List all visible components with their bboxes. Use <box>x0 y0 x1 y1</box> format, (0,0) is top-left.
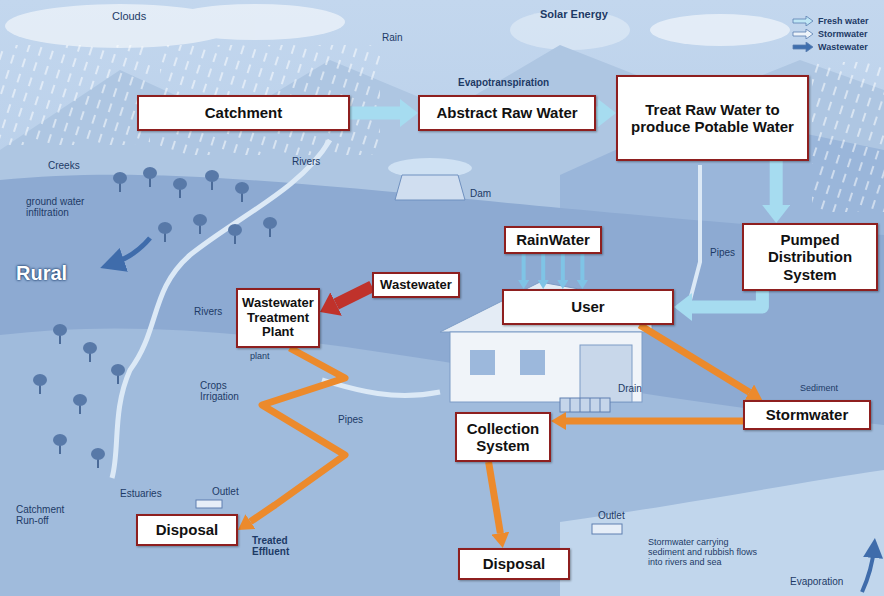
process-box: Pumped Distribution System <box>742 223 878 291</box>
fresh-water-arrow <box>596 113 598 114</box>
illustration-label: Crops Irrigation <box>200 380 252 402</box>
process-box: Disposal <box>136 514 238 546</box>
stormwater-arrow <box>566 421 743 422</box>
illustration-label: Rural <box>16 262 67 284</box>
process-box: RainWater <box>504 226 602 254</box>
stormwater-arrow <box>489 462 501 533</box>
node-text: Disposal <box>483 555 546 572</box>
illustration-label: Sediment <box>800 384 838 394</box>
outlet-pipe <box>592 524 622 534</box>
connector-path <box>489 462 501 533</box>
node-text: Disposal <box>156 521 219 538</box>
illustration-label: ground water infiltration <box>26 196 108 218</box>
legend-text: Wastewater <box>818 42 868 52</box>
connector-path <box>640 325 750 392</box>
connector-path <box>350 107 400 120</box>
legend-text: Fresh water <box>818 16 869 26</box>
process-box: Collection System <box>455 412 551 462</box>
sea <box>560 470 884 596</box>
process-box: Abstract Raw Water <box>418 95 596 131</box>
connector-path <box>561 254 565 280</box>
pipe <box>690 165 700 300</box>
ground <box>0 175 884 596</box>
illustration-label: Pipes <box>338 414 363 425</box>
illustration-label: Treated Effluent <box>252 535 304 557</box>
illustration-label: Outlet <box>598 510 625 521</box>
illustration-label: Outlet <box>212 486 239 497</box>
illustration-label: plant <box>250 352 270 362</box>
fresh-water-arrow <box>692 291 762 307</box>
illustration-label: Rivers <box>292 156 320 167</box>
connector-path <box>770 161 783 205</box>
process-box: Catchment <box>137 95 350 131</box>
legend-arrow-sample <box>792 42 814 52</box>
node-text: RainWater <box>516 231 590 248</box>
process-box: Treat Raw Water to produce Potable Water <box>616 75 809 161</box>
legend-arrow-sample <box>792 16 814 26</box>
fresh-water-arrow <box>350 113 400 114</box>
illustration-label: Rivers <box>194 306 222 317</box>
illustration-label: Evaporation <box>790 576 843 587</box>
drain-grate <box>560 398 610 412</box>
node-text: Treat Raw Water to produce Potable Water <box>624 101 801 136</box>
rain <box>812 62 884 212</box>
connector-path <box>522 254 526 280</box>
dam-wall <box>395 175 465 200</box>
outlet-pipe <box>196 500 222 508</box>
legend-arrow-sample <box>792 29 814 39</box>
illustration-label: Stormwater carrying sediment and rubbish… <box>648 538 766 568</box>
connector-path <box>336 286 372 304</box>
process-box: User <box>502 289 674 325</box>
rainwater-arrows <box>524 254 583 280</box>
legend-row: Stormwater <box>792 27 869 40</box>
node-text: Abstract Raw Water <box>436 104 577 121</box>
illustration-label: Catchment Run-off <box>16 504 86 526</box>
illustration-label: Drain <box>618 383 642 394</box>
clouds <box>5 4 790 48</box>
node-text: User <box>571 298 604 315</box>
legend: Fresh waterStormwaterWastewater <box>792 14 869 53</box>
illustration-label: Estuaries <box>120 488 162 499</box>
connector-path <box>541 254 545 280</box>
legend-row: Fresh water <box>792 14 869 27</box>
node-text: Wastewater Treatment Plant <box>241 296 315 341</box>
node-text: Wastewater <box>380 278 452 293</box>
node-text: Collection System <box>463 420 543 455</box>
process-box: Wastewater Treatment Plant <box>236 288 320 348</box>
process-box: Wastewater <box>372 272 460 298</box>
node-text: Pumped Distribution System <box>750 231 870 283</box>
connector-path <box>250 348 345 522</box>
illustration-label: Pipes <box>710 247 735 258</box>
evaporation-arrow <box>862 548 874 592</box>
illustration-label: Dam <box>470 188 491 199</box>
node-text: Stormwater <box>766 406 849 423</box>
legend-text: Stormwater <box>818 29 868 39</box>
effluent-arrow <box>250 348 345 522</box>
connector-path <box>692 291 762 307</box>
stormwater-arrow <box>640 325 750 392</box>
connector-path <box>596 107 598 120</box>
illustration-label: Rain <box>382 32 403 43</box>
illustration-label: Clouds <box>112 10 146 22</box>
legend-row: Wastewater <box>792 40 869 53</box>
illustration-label: Evapotranspiration <box>458 77 549 88</box>
process-box: Disposal <box>458 548 570 580</box>
connector-path <box>566 418 743 425</box>
process-box: Stormwater <box>743 400 871 430</box>
infiltration-arrow <box>112 238 150 264</box>
wastewater-arrow <box>336 286 372 304</box>
fresh-water-arrow <box>776 161 777 205</box>
node-text: Catchment <box>205 104 283 121</box>
rain <box>0 45 150 145</box>
illustration-label: Solar Energy <box>540 8 608 20</box>
illustration-label: Creeks <box>48 160 80 171</box>
connector-path <box>580 254 584 280</box>
